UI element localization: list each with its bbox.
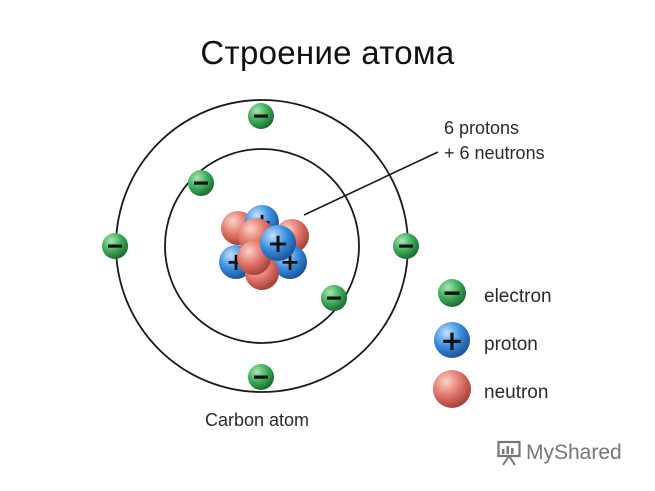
legend-label-proton: proton	[484, 334, 538, 355]
inner-orbit	[164, 148, 360, 344]
svg-text:+: +	[440, 324, 463, 357]
watermark: MyShared	[497, 439, 622, 467]
legend: electron + proton neutron	[433, 279, 552, 408]
electron	[248, 364, 274, 390]
legend-label-electron: electron	[484, 286, 552, 307]
nucleus-label-protons: 6 protons	[444, 118, 519, 138]
watermark-text: MyShared	[526, 441, 622, 464]
legend-item-proton: + proton	[434, 322, 538, 358]
electron	[248, 103, 274, 129]
legend-item-neutron: neutron	[433, 370, 548, 408]
neutron-icon	[433, 370, 471, 408]
electron	[188, 170, 214, 196]
legend-item-electron: electron	[438, 279, 552, 307]
electron	[321, 285, 347, 311]
atom-caption: Carbon atom	[205, 410, 309, 430]
proton: +	[260, 225, 296, 261]
electron	[102, 233, 128, 259]
nucleus: + + + +	[219, 205, 309, 290]
presentation-board-icon	[497, 440, 521, 466]
nucleus-pointer-line	[303, 151, 439, 216]
electron	[393, 233, 419, 259]
legend-label-neutron: neutron	[484, 382, 548, 403]
nucleus-label-neutrons: + 6 neutrons	[444, 143, 545, 163]
proton-icon	[434, 322, 470, 358]
svg-text:+: +	[267, 229, 289, 259]
page-title: Строение атома	[200, 34, 455, 71]
